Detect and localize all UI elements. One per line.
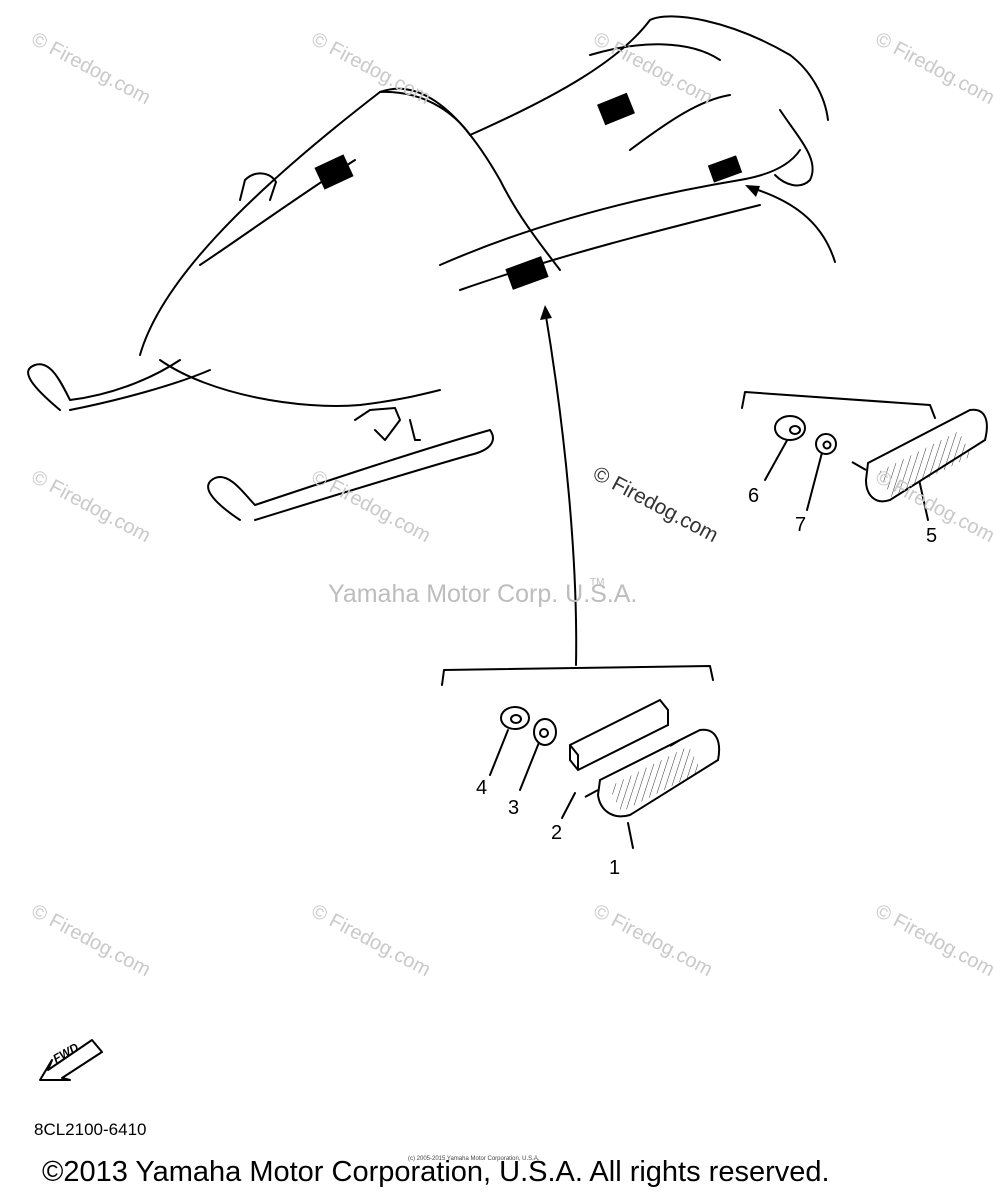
decal-hood: [314, 154, 354, 190]
side-panel: [439, 149, 801, 266]
windshield-line: [379, 90, 471, 136]
left-ski-body: [69, 369, 211, 411]
trademark-mark: TM: [590, 577, 605, 588]
leader-7: [806, 444, 825, 511]
leader-3: [519, 739, 541, 791]
callout-number: 3: [508, 797, 520, 819]
leader-4: [489, 729, 509, 776]
center-watermark: Yamaha Motor Corp. U.S.A.: [328, 580, 638, 608]
callout-number: 4: [476, 777, 488, 799]
ski-spindle: [354, 407, 401, 441]
left-ski: [27, 359, 181, 411]
seat-top: [469, 15, 829, 136]
belly: [159, 359, 441, 407]
nut-4-hole: [510, 714, 522, 724]
leader-6: [764, 434, 791, 481]
hood-outline: [139, 87, 561, 356]
arrow-left-decal: [540, 305, 552, 320]
decal-seat: [597, 92, 635, 126]
right-ski: [207, 429, 494, 521]
tunnel: [459, 204, 761, 291]
leader-right: [751, 187, 836, 263]
leader-5: [917, 474, 929, 521]
copyright-notice: ©2013 Yamaha Motor Corporation, U.S.A. A…: [42, 1156, 830, 1188]
leader-left: [544, 309, 578, 666]
handlebar: [239, 172, 277, 201]
decal-rear: [707, 155, 743, 183]
fwd-arrow-icon: [39, 1039, 103, 1081]
decal-side: [505, 256, 549, 290]
small-copyright: (c) 2005-2015 Yamaha Motor Corporation, …: [408, 1156, 540, 1162]
seat-edge: [589, 43, 721, 61]
leader-1: [627, 822, 634, 849]
callout-number: 2: [551, 822, 563, 844]
plate-2: [569, 698, 669, 772]
bracket-right: [741, 391, 936, 419]
callout-number: 1: [609, 857, 621, 879]
bracket-left: [441, 665, 714, 686]
rear-bumper: [774, 109, 814, 187]
callout-number: 6: [748, 485, 760, 507]
leader-2: [561, 792, 576, 819]
washer-3-hole: [539, 728, 549, 738]
ski-leg: [409, 419, 421, 441]
diagram-code: 8CL2100-6410: [34, 1120, 147, 1139]
callout-number: 7: [795, 514, 807, 536]
seat-inner: [629, 94, 731, 151]
callout-number: 5: [926, 525, 938, 547]
arrow-right-decal: [745, 185, 760, 197]
